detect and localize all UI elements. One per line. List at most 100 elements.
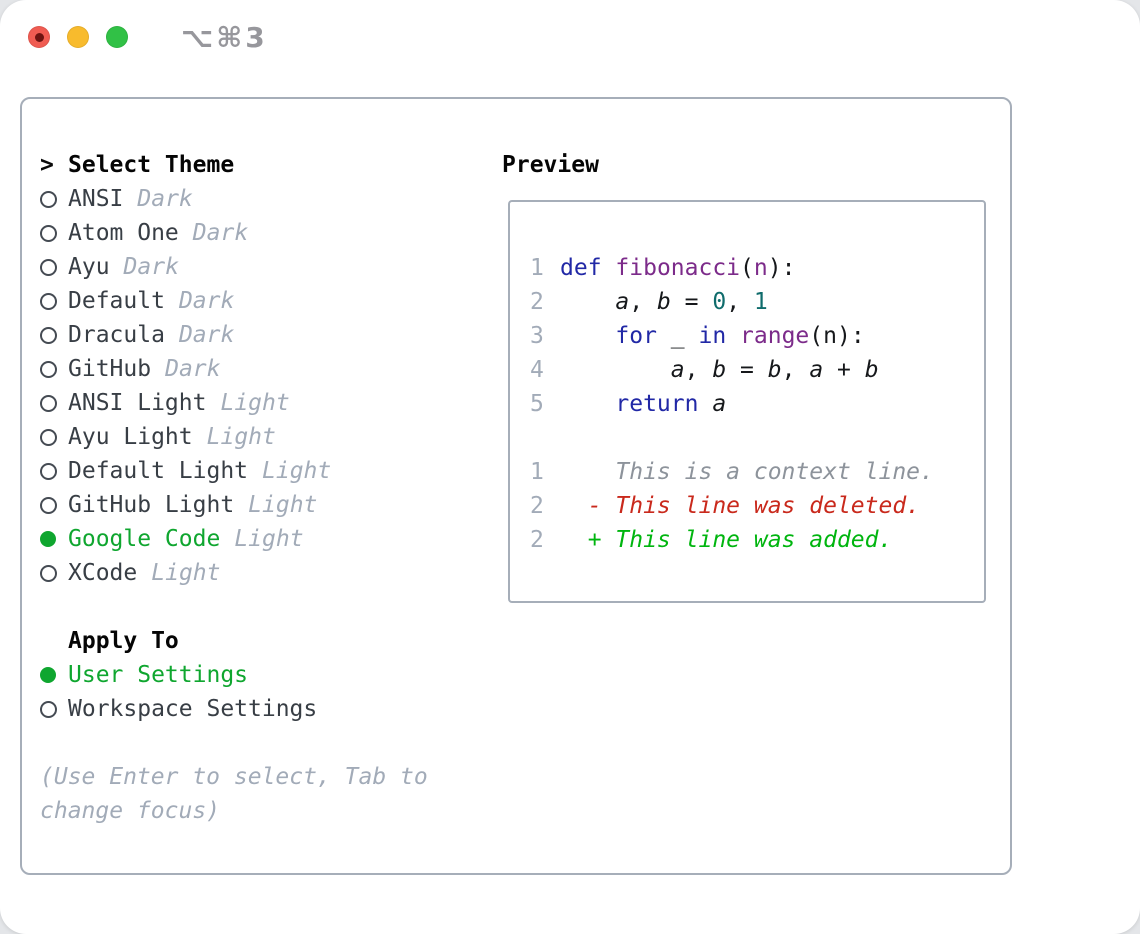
theme-variant: Dark bbox=[137, 186, 193, 212]
zoom-button[interactable] bbox=[106, 26, 128, 48]
preview-title: Preview bbox=[502, 152, 599, 178]
theme-variant: Light bbox=[206, 424, 276, 450]
radio-icon bbox=[40, 564, 68, 582]
theme-option[interactable]: ANSI Light Light bbox=[40, 386, 472, 420]
titlebar: ⌥⌘3 bbox=[28, 21, 268, 54]
theme-option[interactable]: GitHub Light Light bbox=[40, 488, 472, 522]
spacer bbox=[40, 590, 472, 624]
theme-variant: Dark bbox=[123, 254, 179, 280]
radio-icon bbox=[40, 700, 68, 718]
blank-line bbox=[530, 421, 984, 455]
radio-icon bbox=[40, 326, 68, 344]
code-line: 5 return a bbox=[530, 387, 984, 421]
line-number: 2 bbox=[530, 527, 544, 553]
diff-content: + This line was added. bbox=[560, 527, 893, 553]
line-number: 1 bbox=[530, 255, 544, 281]
code-line: 2 a, b = 0, 1 bbox=[530, 285, 984, 319]
apply-option-label: User Settings bbox=[68, 662, 249, 688]
radio-icon bbox=[40, 190, 68, 208]
code-content: a, b = 0, 1 bbox=[615, 289, 768, 315]
theme-option[interactable]: GitHub Dark bbox=[40, 352, 472, 386]
apply-to-title: Apply To bbox=[68, 628, 179, 654]
theme-option[interactable]: XCode Light bbox=[40, 556, 472, 590]
theme-name: Ayu bbox=[68, 254, 110, 280]
theme-variant: Dark bbox=[192, 220, 249, 246]
code-line: 4 a, b = b, a + b bbox=[530, 353, 984, 387]
line-number: 4 bbox=[530, 357, 544, 383]
radio-icon bbox=[40, 496, 68, 514]
line-number: 3 bbox=[530, 323, 544, 349]
diff-content: This is a context line. bbox=[560, 459, 934, 485]
theme-variant: Light bbox=[220, 390, 290, 416]
theme-name: Atom One bbox=[68, 220, 179, 246]
theme-name: XCode bbox=[68, 560, 138, 586]
diff-line: 2 + This line was added. bbox=[530, 523, 984, 557]
select-theme-title: Select Theme bbox=[68, 152, 235, 178]
code-content: def fibonacci(n): bbox=[560, 255, 796, 281]
theme-variant: Light bbox=[262, 458, 332, 484]
apply-option[interactable]: User Settings bbox=[40, 658, 472, 692]
radio-icon bbox=[40, 224, 68, 242]
radio-icon bbox=[40, 428, 68, 446]
radio-icon bbox=[40, 292, 68, 310]
theme-variant: Light bbox=[151, 560, 221, 586]
line-number: 2 bbox=[530, 289, 544, 315]
code-line: 1 def fibonacci(n): bbox=[530, 251, 984, 285]
window-title: ⌥⌘3 bbox=[181, 20, 268, 54]
theme-variant: Light bbox=[248, 492, 318, 518]
theme-option[interactable]: Google Code Light bbox=[40, 522, 472, 556]
line-number: 5 bbox=[530, 391, 544, 417]
radio-icon bbox=[40, 667, 68, 683]
diff-line: 2 - This line was deleted. bbox=[530, 489, 984, 523]
radio-icon bbox=[40, 462, 68, 480]
theme-name: Default bbox=[68, 288, 165, 314]
theme-name: Ayu Light bbox=[68, 424, 193, 450]
hint-text: (Use Enter to select, Tab to change focu… bbox=[40, 764, 428, 824]
code-line: 3 for _ in range(n): bbox=[530, 319, 984, 353]
close-button[interactable] bbox=[28, 26, 50, 48]
line-number: 1 bbox=[530, 459, 544, 485]
cursor-arrow-icon: > bbox=[40, 152, 54, 178]
apply-to-header-row: Apply To bbox=[40, 624, 472, 658]
unsaved-dot-icon bbox=[34, 32, 44, 42]
theme-name: ANSI bbox=[68, 186, 124, 212]
diff-content: - This line was deleted. bbox=[560, 493, 921, 519]
theme-variant: Light bbox=[234, 526, 304, 552]
code-content: return a bbox=[615, 391, 727, 417]
radio-icon bbox=[40, 258, 68, 276]
theme-name: ANSI Light bbox=[68, 390, 207, 416]
theme-name: GitHub bbox=[68, 356, 152, 382]
radio-icon bbox=[40, 394, 68, 412]
diff-line: 1 This is a context line. bbox=[530, 455, 984, 489]
radio-icon bbox=[40, 531, 68, 547]
theme-option[interactable]: Default Light Light bbox=[40, 454, 472, 488]
line-number: 2 bbox=[530, 493, 544, 519]
theme-name: Default Light bbox=[68, 458, 249, 484]
minimize-button[interactable] bbox=[67, 26, 89, 48]
radio-icon bbox=[40, 360, 68, 378]
theme-name: GitHub Light bbox=[68, 492, 235, 518]
theme-option[interactable]: Ayu Dark bbox=[40, 250, 472, 284]
apply-option-label: Workspace Settings bbox=[68, 696, 318, 722]
diff-block: 1 This is a context line.2 - This line w… bbox=[530, 455, 984, 557]
code-content: a, b = b, a + b bbox=[670, 357, 879, 383]
theme-variant: Dark bbox=[178, 322, 235, 348]
theme-option[interactable]: ANSI Dark bbox=[40, 182, 472, 216]
apply-option[interactable]: Workspace Settings bbox=[40, 692, 472, 726]
code-content: for _ in range(n): bbox=[615, 323, 865, 349]
spacer bbox=[40, 726, 472, 760]
theme-name: Google Code bbox=[68, 526, 221, 552]
theme-variant: Dark bbox=[165, 356, 221, 382]
theme-option[interactable]: Atom One Dark bbox=[40, 216, 472, 250]
theme-option[interactable]: Ayu Light Light bbox=[40, 420, 472, 454]
select-theme-header-row: > Select Theme bbox=[40, 148, 472, 182]
